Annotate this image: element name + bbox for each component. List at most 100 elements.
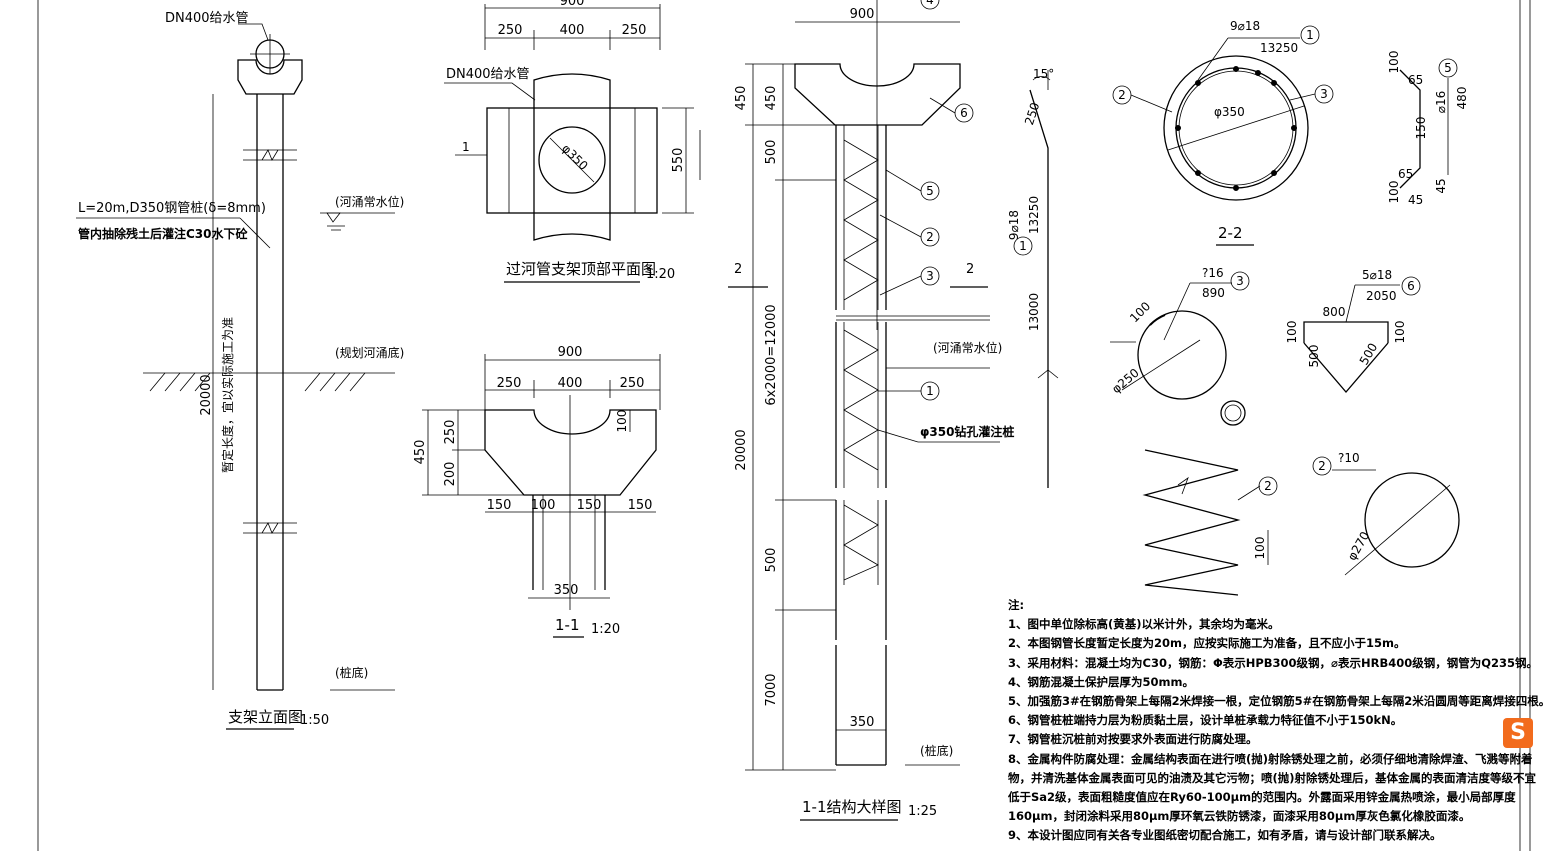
s22-rebar-len: 13250	[1260, 41, 1298, 55]
det-mark-5-leader	[885, 169, 922, 192]
det-mark-3: 3	[926, 269, 934, 283]
plan-pile-diameter-line	[549, 137, 595, 183]
det-pile-lower	[835, 500, 887, 640]
det-pile-bottom: (桩底)	[920, 743, 953, 758]
bar2-mark-circle	[1258, 476, 1278, 496]
s11-dim-right: 250	[620, 376, 645, 391]
det-dim-450a: 450	[734, 86, 749, 111]
elev-pile-label: L=20m,D350钢管桩(δ=8mm)	[78, 201, 266, 216]
bar1-mark-circle	[1013, 236, 1033, 256]
s11-height-ext	[422, 409, 524, 496]
note-item: 6、钢管桩桩端持力层为粉质黏土层，设计单桩承载力特征值不小于150kN。	[1008, 713, 1403, 728]
note-item: 5、加强筋3#在钢筋骨架上每隔2米焊接一根，定位钢筋5#在钢筋骨架上每隔2米沿圆…	[1008, 694, 1550, 709]
det-dim-20000: 20000	[734, 429, 749, 470]
bar2-ring-mark: 2	[1318, 459, 1326, 473]
notes-block: 注: 1、图中单位除标高(黄基)以米计外，其余均为毫米。 2、本图钢管长度暂定长…	[1008, 596, 1550, 846]
bar5-dia: ⌀16	[1434, 91, 1448, 114]
bar2-ring-mark-circle	[1312, 456, 1332, 476]
elev-pipe-label: DN400给水管	[165, 11, 249, 26]
elev-break-bottom	[243, 522, 297, 534]
det-dim-7000: 7000	[764, 673, 779, 706]
s11-dim-b4: 150	[628, 498, 653, 513]
plan-dim-depth: 550	[671, 148, 686, 173]
note-item: 7、钢管桩沉桩前对按要求外表面进行防腐处理。	[1008, 732, 1258, 747]
section-22-view: φ350 9⌀18 13250 1 2 3 2-2	[1112, 19, 1334, 246]
bar3-label: ?16	[1202, 266, 1224, 280]
s22-diameter-line	[1167, 105, 1305, 151]
s11-dim-upper: 250	[443, 420, 458, 445]
s22-rebar-label: 9⌀18	[1230, 19, 1260, 33]
det-mark-2-leader	[879, 214, 922, 238]
det-cap-outline	[794, 63, 961, 126]
det-mark-1: 1	[926, 384, 934, 398]
plan-pipe-leader	[444, 82, 536, 101]
det-mark-6-leader	[929, 97, 956, 114]
bar6-mark-circle	[1401, 276, 1421, 296]
bar5-d100b: 100	[1387, 181, 1401, 204]
bar1-angle: 15°	[1033, 67, 1054, 81]
bar5-d150: 150	[1414, 117, 1428, 140]
plan-pipe-label: DN400给水管	[446, 67, 530, 82]
s22-label-leader	[1197, 37, 1229, 81]
plan-dim-total: 900	[560, 0, 585, 9]
bar6-top: 800	[1323, 305, 1346, 319]
bar3-section-outer	[1220, 400, 1246, 426]
bar1-length: 13250	[1027, 196, 1041, 234]
s11-dim-height: 450	[413, 440, 428, 465]
bar5-mark-circle	[1438, 58, 1458, 78]
note-item: 160μm，封闭涂料采用80μm厚环氧云铁防锈漆，面漆采用80μm厚灰色氯化橡胶…	[1008, 809, 1471, 824]
bar6-right: 100	[1393, 321, 1407, 344]
s11-dim-mid: 400	[558, 376, 583, 391]
det-mark-2: 2	[926, 230, 934, 244]
plan-dim-right: 250	[622, 23, 647, 38]
elev-title: 支架立面图	[228, 708, 303, 726]
det-hole-leader	[877, 429, 919, 443]
s22-diameter: φ350	[1214, 105, 1245, 119]
s22-mark-1: 1	[1306, 28, 1314, 42]
bar2-ring-dia: φ270	[1345, 529, 1373, 563]
elev-dim-total: 20000	[199, 374, 214, 415]
elev-dim-note: 暂定长度，宜以实际施工为准	[220, 317, 235, 473]
bar5-mark: 5	[1444, 61, 1452, 75]
det-water-level: (河涌常水位)	[933, 340, 1002, 355]
s22-mark-1-circle	[1300, 25, 1320, 45]
plan-dim-ext	[484, 4, 661, 50]
sogou-input-icon[interactable]: S	[1503, 718, 1533, 748]
det-pile-upper	[835, 125, 887, 310]
bar6-length: 2050	[1366, 289, 1397, 303]
bar-2-detail: 2 100 φ270 2 ?10	[1142, 449, 1460, 596]
bar6-mark: 6	[1407, 279, 1415, 293]
s11-pile-inner	[542, 495, 596, 590]
det-dim-top: 900	[850, 7, 875, 22]
bar2-ring-diameter-line	[1344, 484, 1451, 576]
bar1-break	[1037, 369, 1059, 379]
elev-support-cap	[237, 59, 303, 95]
bar-1-detail: 15° 250 9⌀18 13250 1 13000	[1007, 67, 1059, 488]
plan-dim-mid: 400	[560, 23, 585, 38]
det-dim-spacing: 6x2000=12000	[764, 304, 779, 405]
plan-cap-outline	[486, 107, 658, 214]
note-item: 低于Sa2级，表面粗糙度值应在Ry60-100μm的范围内。外露面采用锌金属热喷…	[1008, 790, 1516, 805]
s22-mark-2: 2	[1118, 88, 1126, 102]
bar1-dim: 13000	[1027, 293, 1041, 331]
bar1-shape	[1029, 89, 1049, 488]
s11-dim-b3: 150	[577, 498, 602, 513]
elev-scale: 1:50	[300, 713, 329, 728]
elev-ground-hatch	[149, 372, 366, 392]
elev-break-top	[243, 149, 297, 161]
bar6-left: 100	[1285, 321, 1299, 344]
elev-water-level: (河涌常水位)	[335, 194, 404, 209]
elev-label-leader	[239, 217, 271, 249]
bar3-diameter-line	[1121, 339, 1201, 391]
det-dim-ext	[745, 63, 836, 771]
bar-3-detail: ?16 890 3 100 φ250	[1109, 266, 1250, 426]
plan-depth-ext	[662, 107, 701, 214]
s22-rebar-dots	[1175, 66, 1297, 191]
bar5-d45a: 45	[1408, 193, 1423, 207]
bar1-mark: 1	[1019, 239, 1027, 253]
det-title: 1-1结构大样图	[802, 798, 902, 816]
det-mark-6: 6	[960, 106, 968, 120]
det-pile-bottom	[835, 645, 887, 765]
bar5-d45b: 45	[1434, 178, 1448, 193]
